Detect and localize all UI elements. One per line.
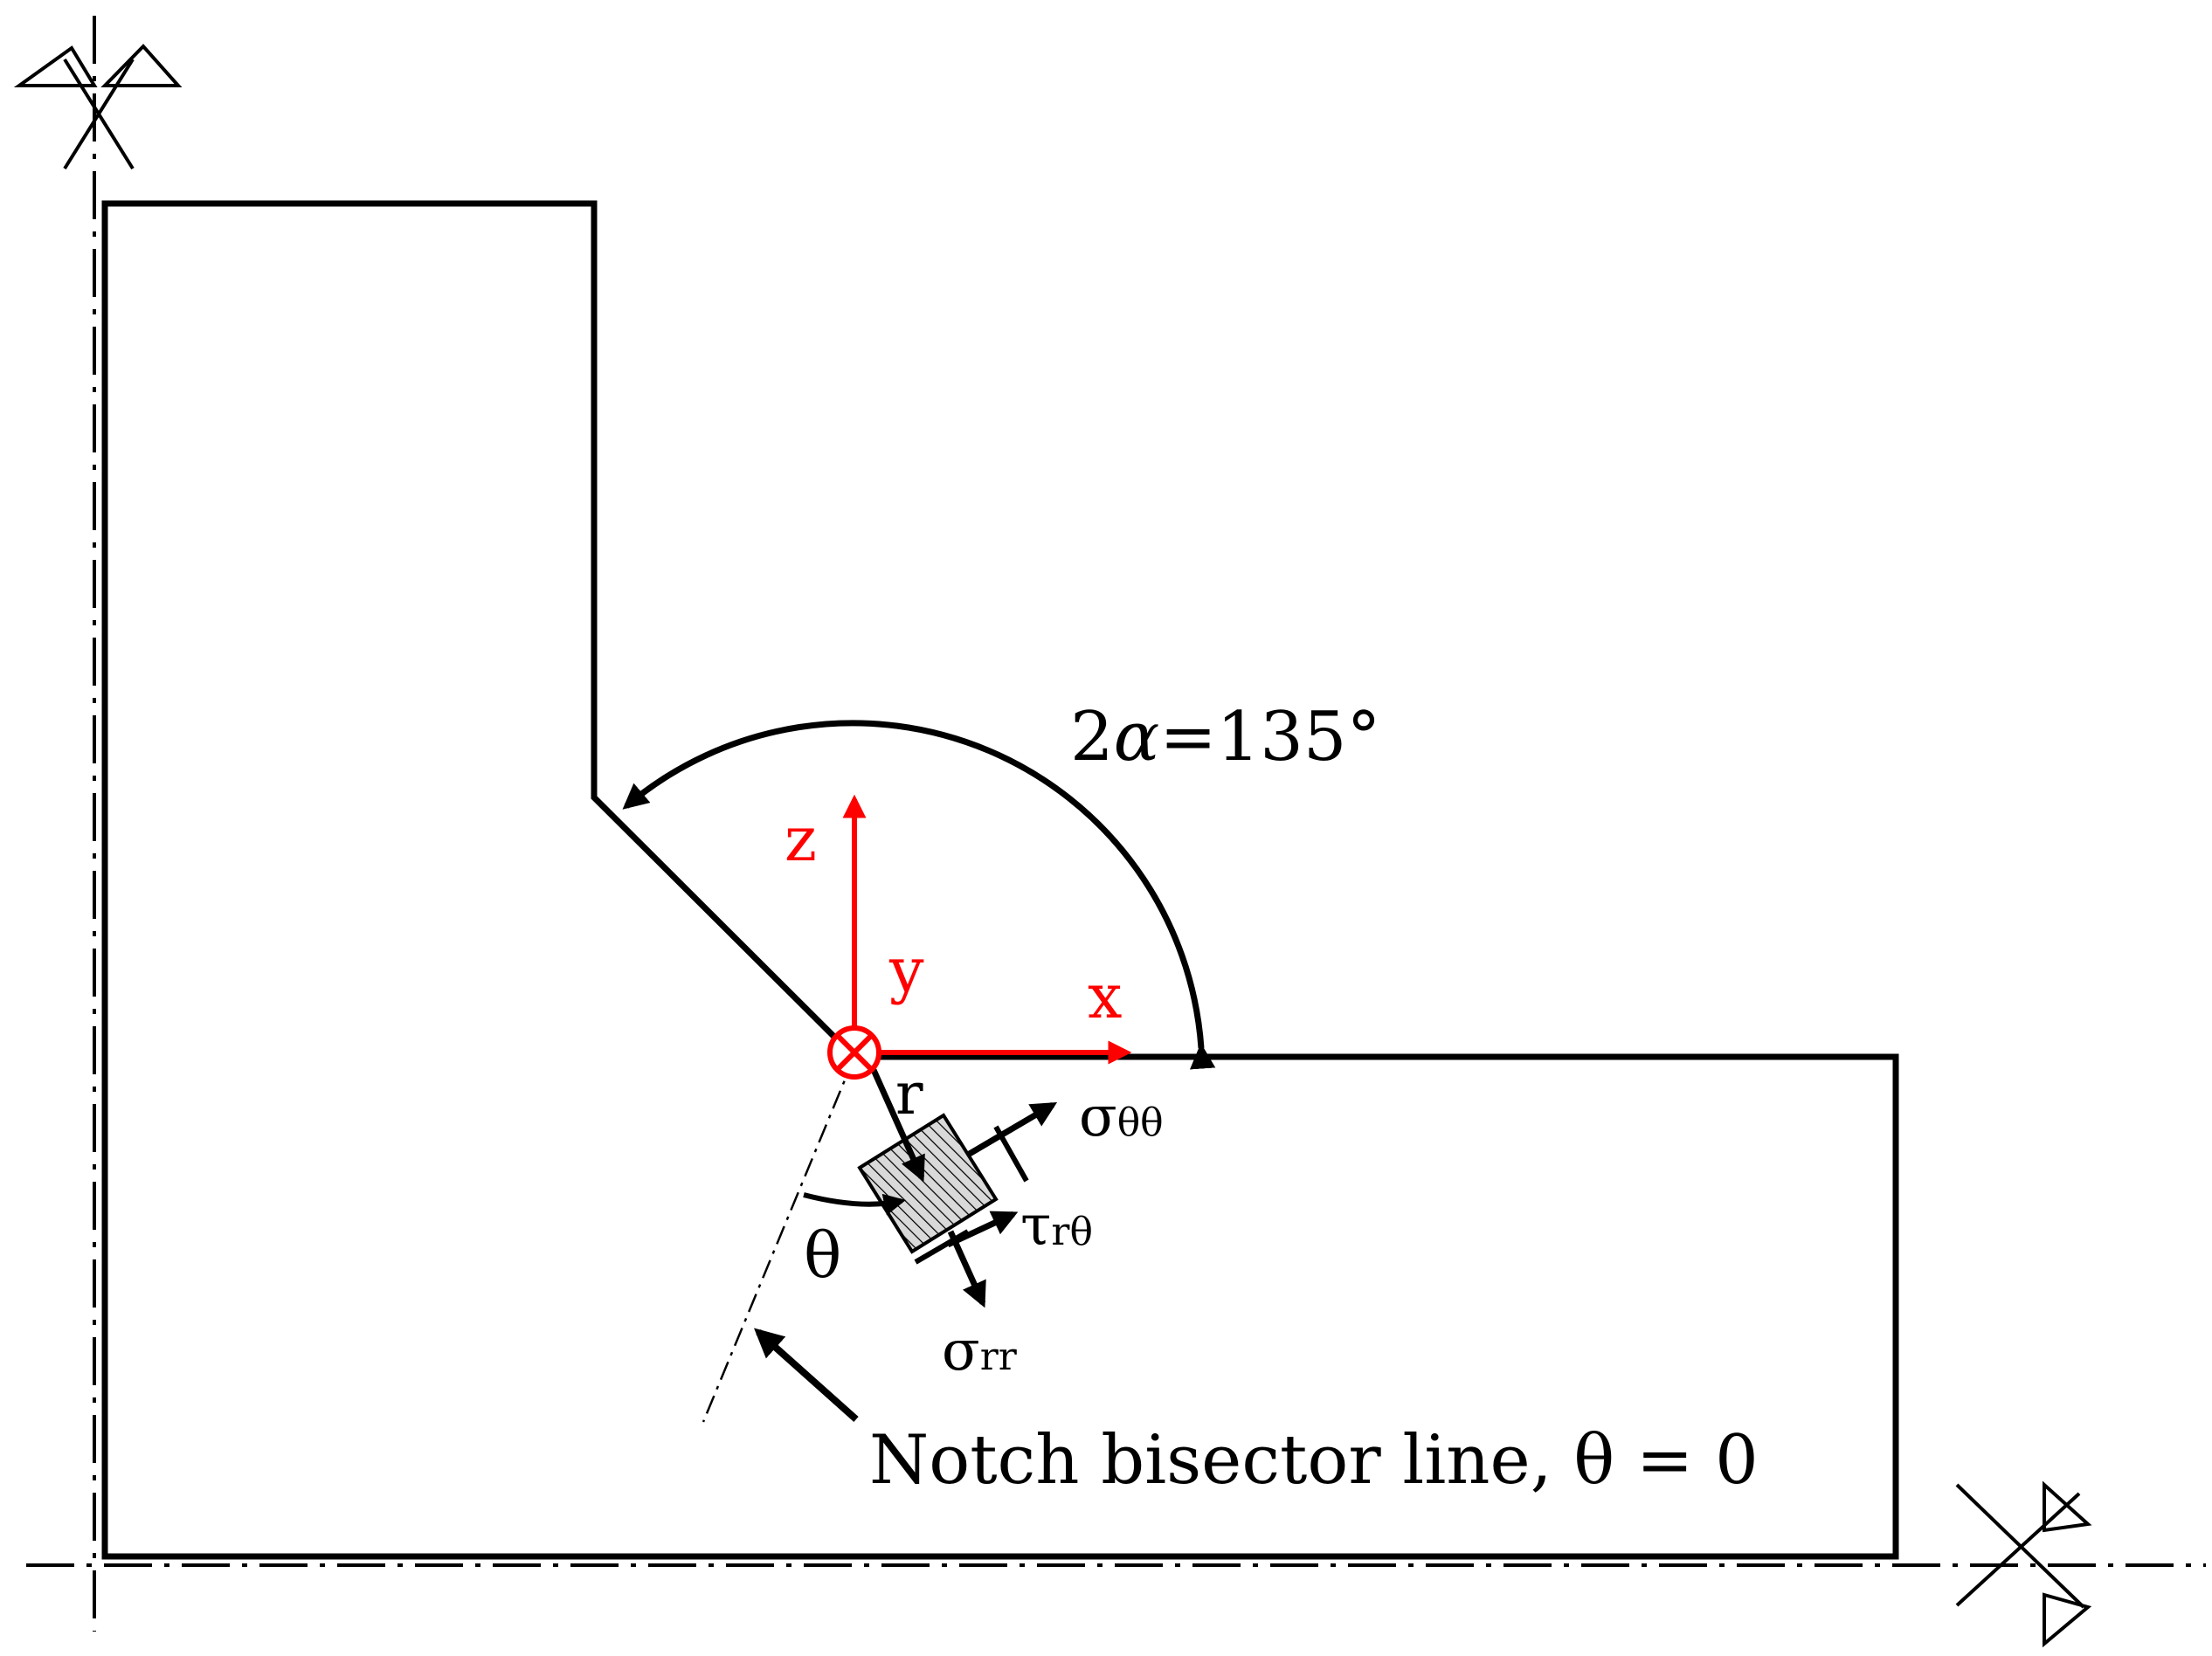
sigma-rr-label: σrr (942, 1319, 1018, 1383)
radius-label: r (895, 1060, 923, 1128)
symmetry-symbol-top (13, 44, 183, 170)
sigma-tt-tick (993, 1125, 1029, 1183)
radius-arrow (870, 1068, 925, 1183)
bisector-pointer-arrow (753, 1328, 859, 1422)
tau-rt-tick (914, 1229, 970, 1265)
sigma-tt-label: σθθ (1079, 1085, 1164, 1149)
specimen-outline (101, 200, 1899, 1560)
stress-element (857, 1113, 999, 1254)
sigma-rr-arrow (947, 1230, 986, 1308)
x-axis-label: x (1088, 961, 1122, 1032)
theta-label: θ (804, 1218, 841, 1292)
tau-rt-label: τrθ (1020, 1194, 1093, 1259)
y-axis-into-page-symbol (827, 1025, 881, 1080)
z-axis-label: z (785, 804, 817, 875)
notch-bisector-line (702, 1056, 856, 1423)
opening-angle-arc (622, 720, 1216, 1070)
sigma-tt-arrow (966, 1101, 1058, 1158)
bisector-label: Notch bisector line, θ = 0 (869, 1421, 1759, 1500)
symmetry-symbol-right (1955, 1480, 2092, 1648)
theta-arc-arrow (803, 1192, 906, 1216)
opening-angle-label: 2α=135° (1070, 698, 1381, 776)
y-axis-label: y (888, 935, 924, 1006)
